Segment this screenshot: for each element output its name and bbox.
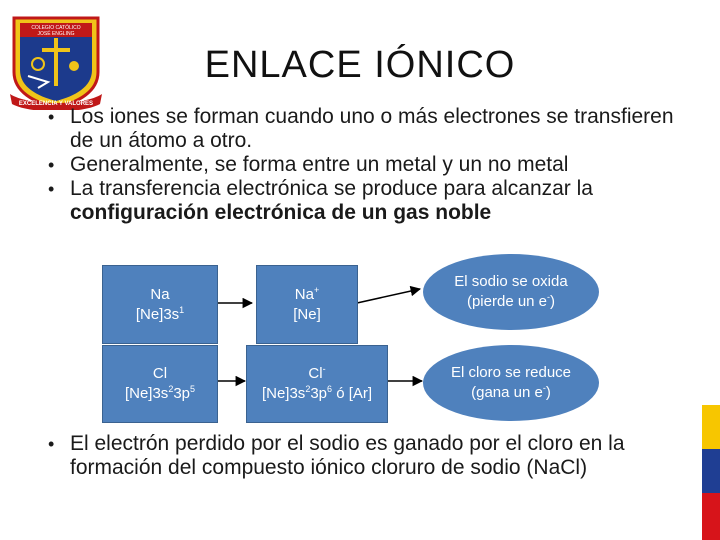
- bullet-list: Los iones se forman cuando uno o más ele…: [48, 105, 688, 225]
- na-oxidation-oval: El sodio se oxida (pierde un e-): [423, 254, 599, 330]
- cl-oval-line2: (gana un e-): [471, 383, 551, 402]
- stripe-red: [702, 493, 720, 540]
- slide-title: ENLACE IÓNICO: [204, 44, 516, 86]
- cl-oval-line1: El cloro se reduce: [450, 364, 572, 381]
- cl-config: [Ne]3s23p5: [124, 384, 196, 403]
- stripe-yellow: [702, 405, 720, 449]
- na-ion-symbol: Na+: [294, 284, 320, 303]
- na-config: [Ne]3s1: [135, 304, 185, 323]
- bullet-item: Los iones se forman cuando uno o más ele…: [48, 105, 688, 153]
- bullet-text: La transferencia electrónica se produce …: [70, 177, 593, 200]
- cl-symbol: Cl: [152, 365, 168, 382]
- svg-text:JOSÉ ENGLING: JOSÉ ENGLING: [38, 30, 75, 37]
- cl-ion-config: [Ne]3s23p6 ó [Ar]: [261, 384, 373, 403]
- stripe-blue: [702, 449, 720, 493]
- school-crest-logo: COLEGIO CATÓLICO JOSÉ ENGLING EXCELENCIA…: [10, 16, 102, 110]
- cl-reduction-oval: El cloro se reduce (gana un e-): [423, 345, 599, 421]
- bottom-bullet-list: El electrón perdido por el sodio es gana…: [48, 432, 688, 480]
- cl-ion-symbol: Cl-: [308, 364, 326, 383]
- na-oval-line2: (pierde un e-): [466, 292, 556, 311]
- na-oval-line1: El sodio se oxida: [454, 273, 568, 290]
- cl-atom-box: Cl [Ne]3s23p5: [102, 345, 218, 423]
- arrow-na-oxid: [356, 285, 422, 304]
- bullet-item: El electrón perdido por el sodio es gana…: [48, 432, 688, 480]
- bullet-item: La transferencia electrónica se produce …: [48, 177, 688, 225]
- na-ion-box: Na+ [Ne]: [256, 265, 358, 344]
- cl-ion-box: Cl- [Ne]3s23p6 ó [Ar]: [246, 345, 388, 423]
- na-symbol: Na: [150, 285, 170, 303]
- svg-text:COLEGIO CATÓLICO: COLEGIO CATÓLICO: [31, 24, 80, 31]
- svg-text:EXCELENCIA Y VALORES: EXCELENCIA Y VALORES: [19, 101, 93, 107]
- na-atom-box: Na [Ne]3s1: [102, 265, 218, 344]
- bullet-bold-text: configuración electrónica de un gas nobl…: [70, 201, 492, 224]
- na-ion-config: [Ne]: [293, 305, 321, 323]
- bullet-item: Generalmente, se forma entre un metal y …: [48, 153, 688, 177]
